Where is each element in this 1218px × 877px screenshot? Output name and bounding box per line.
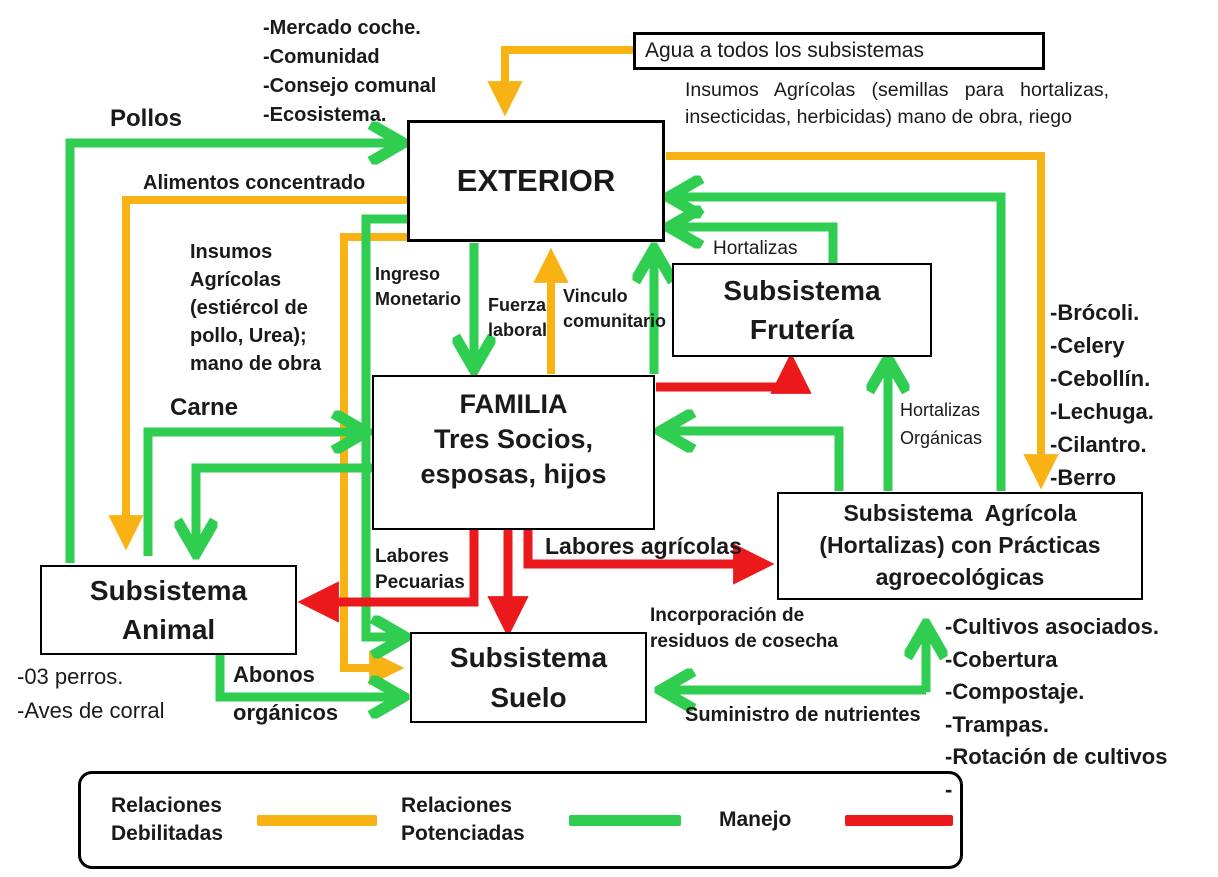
strong-relation-line-sample [569,814,681,826]
node-fruteria: Subsistema Frutería [672,263,932,357]
list-item: -Comunidad [263,46,380,68]
list-item: -Rotación de cultivos [945,744,1168,769]
edge-exterior-agricola-yellow [666,152,1059,490]
list-item: -Celery [1050,333,1125,358]
edge-animal-suelo-abonos [215,653,392,697]
edge-fruteria-exterior-hortalizas [680,227,838,263]
node-fruteria-line2: Frutería [749,314,855,345]
node-agricola: Subsistema Agrícola (Hortalizas) con Prá… [777,492,1143,600]
animals-list: -03 perros. -Aves de corral [17,660,165,728]
label-labores-pecuarias: Labores Pecuarias [375,546,465,593]
legend-item-potenciadas: Relaciones Potenciadas [401,792,701,849]
list-item: -Lechuga. [1050,399,1154,424]
node-agricola-line1: Subsistema Agrícola [843,500,1077,527]
legend-item-debilitadas: Relaciones Debilitadas [111,792,401,849]
label-pollos: Pollos [110,105,183,132]
label-carne: Carne [170,394,239,421]
list-item: -Berro [1050,465,1117,490]
node-agricola-line2: (Hortalizas) con Prácticas [819,532,1101,559]
node-suelo-line2: Suelo [490,681,567,713]
node-agua-label: Agua a todos los subsistemas [645,38,924,62]
label-fuerza-laboral: Fuerza laboral [488,295,548,340]
list-item: -Cobertura [945,646,1058,672]
edge-animal-exterior-pollos [65,143,392,563]
legend-item-manejo: Manejo [701,806,953,834]
list-item: -Cilantro. [1050,432,1147,457]
node-exterior-label: EXTERIOR [456,162,616,198]
node-agua: Agua a todos los subsistemas [633,32,1045,70]
list-item: -Cebollín. [1050,366,1151,391]
list-item: -Ecosistema. [263,104,387,126]
label-alimentos-concentrado: Alimentos concentrado [143,172,366,194]
label-hortalizas: Hortalizas [713,238,798,259]
legend-label: Manejo [719,807,792,831]
manage-line-sample [845,814,953,826]
label-insumos-semillas: Insumos Agrícolas (semillas para hortali… [685,79,1109,128]
node-exterior: EXTERIOR [407,120,665,242]
label-labores-agricolas: Labores agrícolas [545,533,742,559]
label-suministro: Suministro de nutrientes [685,704,921,726]
vegetables-list: -Brócoli. -Celery -Cebollín. -Lechuga. -… [1050,296,1154,494]
node-familia-line2: Tres Socios, [433,424,594,455]
node-suelo-line1: Subsistema [449,642,608,674]
practices-list: -Cultivos asociados. -Cobertura -Compost… [945,611,1167,806]
edge-agricola-exterior-green [680,197,1006,491]
legend-label: Relaciones Debilitadas [111,793,224,845]
edge-agricola-familia-green [672,431,844,491]
node-agricola-line3: agroecológicas [875,563,1045,590]
node-familia-line1: FAMILIA [459,389,568,419]
label-hortalizas-organicas: Hortalizas Orgánicas [900,400,983,448]
community-list: -Mercado coche. -Comunidad -Consejo comu… [263,14,436,130]
list-item: -03 perros. [17,664,124,689]
node-familia: FAMILIA Tres Socios, esposas, hijos [372,375,655,530]
weak-relation-line-sample [257,814,377,826]
node-animal-line2: Animal [121,614,216,645]
list-item: -Trampas. [945,711,1049,737]
legend-label: Relaciones Potenciadas [401,793,525,845]
node-fruteria-line1: Subsistema [723,274,881,306]
edge-familia-animal-green [196,463,372,542]
list-item: - [945,776,953,802]
list-item: -Cultivos asociados. [945,614,1159,639]
node-animal: Subsistema Animal [40,565,297,655]
list-item: -Brócoli. [1050,300,1140,325]
edge-familia-fruteria-red [656,352,812,394]
edge-familia-animal-pecuarias [297,529,479,623]
node-familia-line3: esposas, hijos [420,459,607,490]
list-item: -Aves de corral [17,698,165,723]
list-item: -Mercado coche. [263,17,421,39]
legend: Relaciones Debilitadas Relaciones Potenc… [78,771,963,869]
edge-exterior-animal-alimentos [108,196,407,551]
node-animal-line1: Subsistema [89,574,248,606]
list-item: -Consejo comunal [263,75,437,97]
label-incorporacion: Incorporación de residuos de cosecha [650,605,838,652]
label-abonos-organicos: Abonos orgánicos [233,662,339,725]
label-ingreso-monetario: Ingreso Monetario [375,264,462,309]
list-item: -Compostaje. [945,679,1085,704]
node-suelo: Subsistema Suelo [410,632,647,723]
edge-familia-agricola-agricolas [523,529,775,585]
edge-exterior-suelo-green [361,214,407,637]
label-insumos-estiercol: Insumos Agrícolas (estiércol de pollo, U… [190,241,322,375]
edge-animal-familia-carne [143,432,355,556]
label-vinculo-comunitario: Vinculo comunitario [563,286,667,331]
edge-agua-exterior [487,46,633,117]
